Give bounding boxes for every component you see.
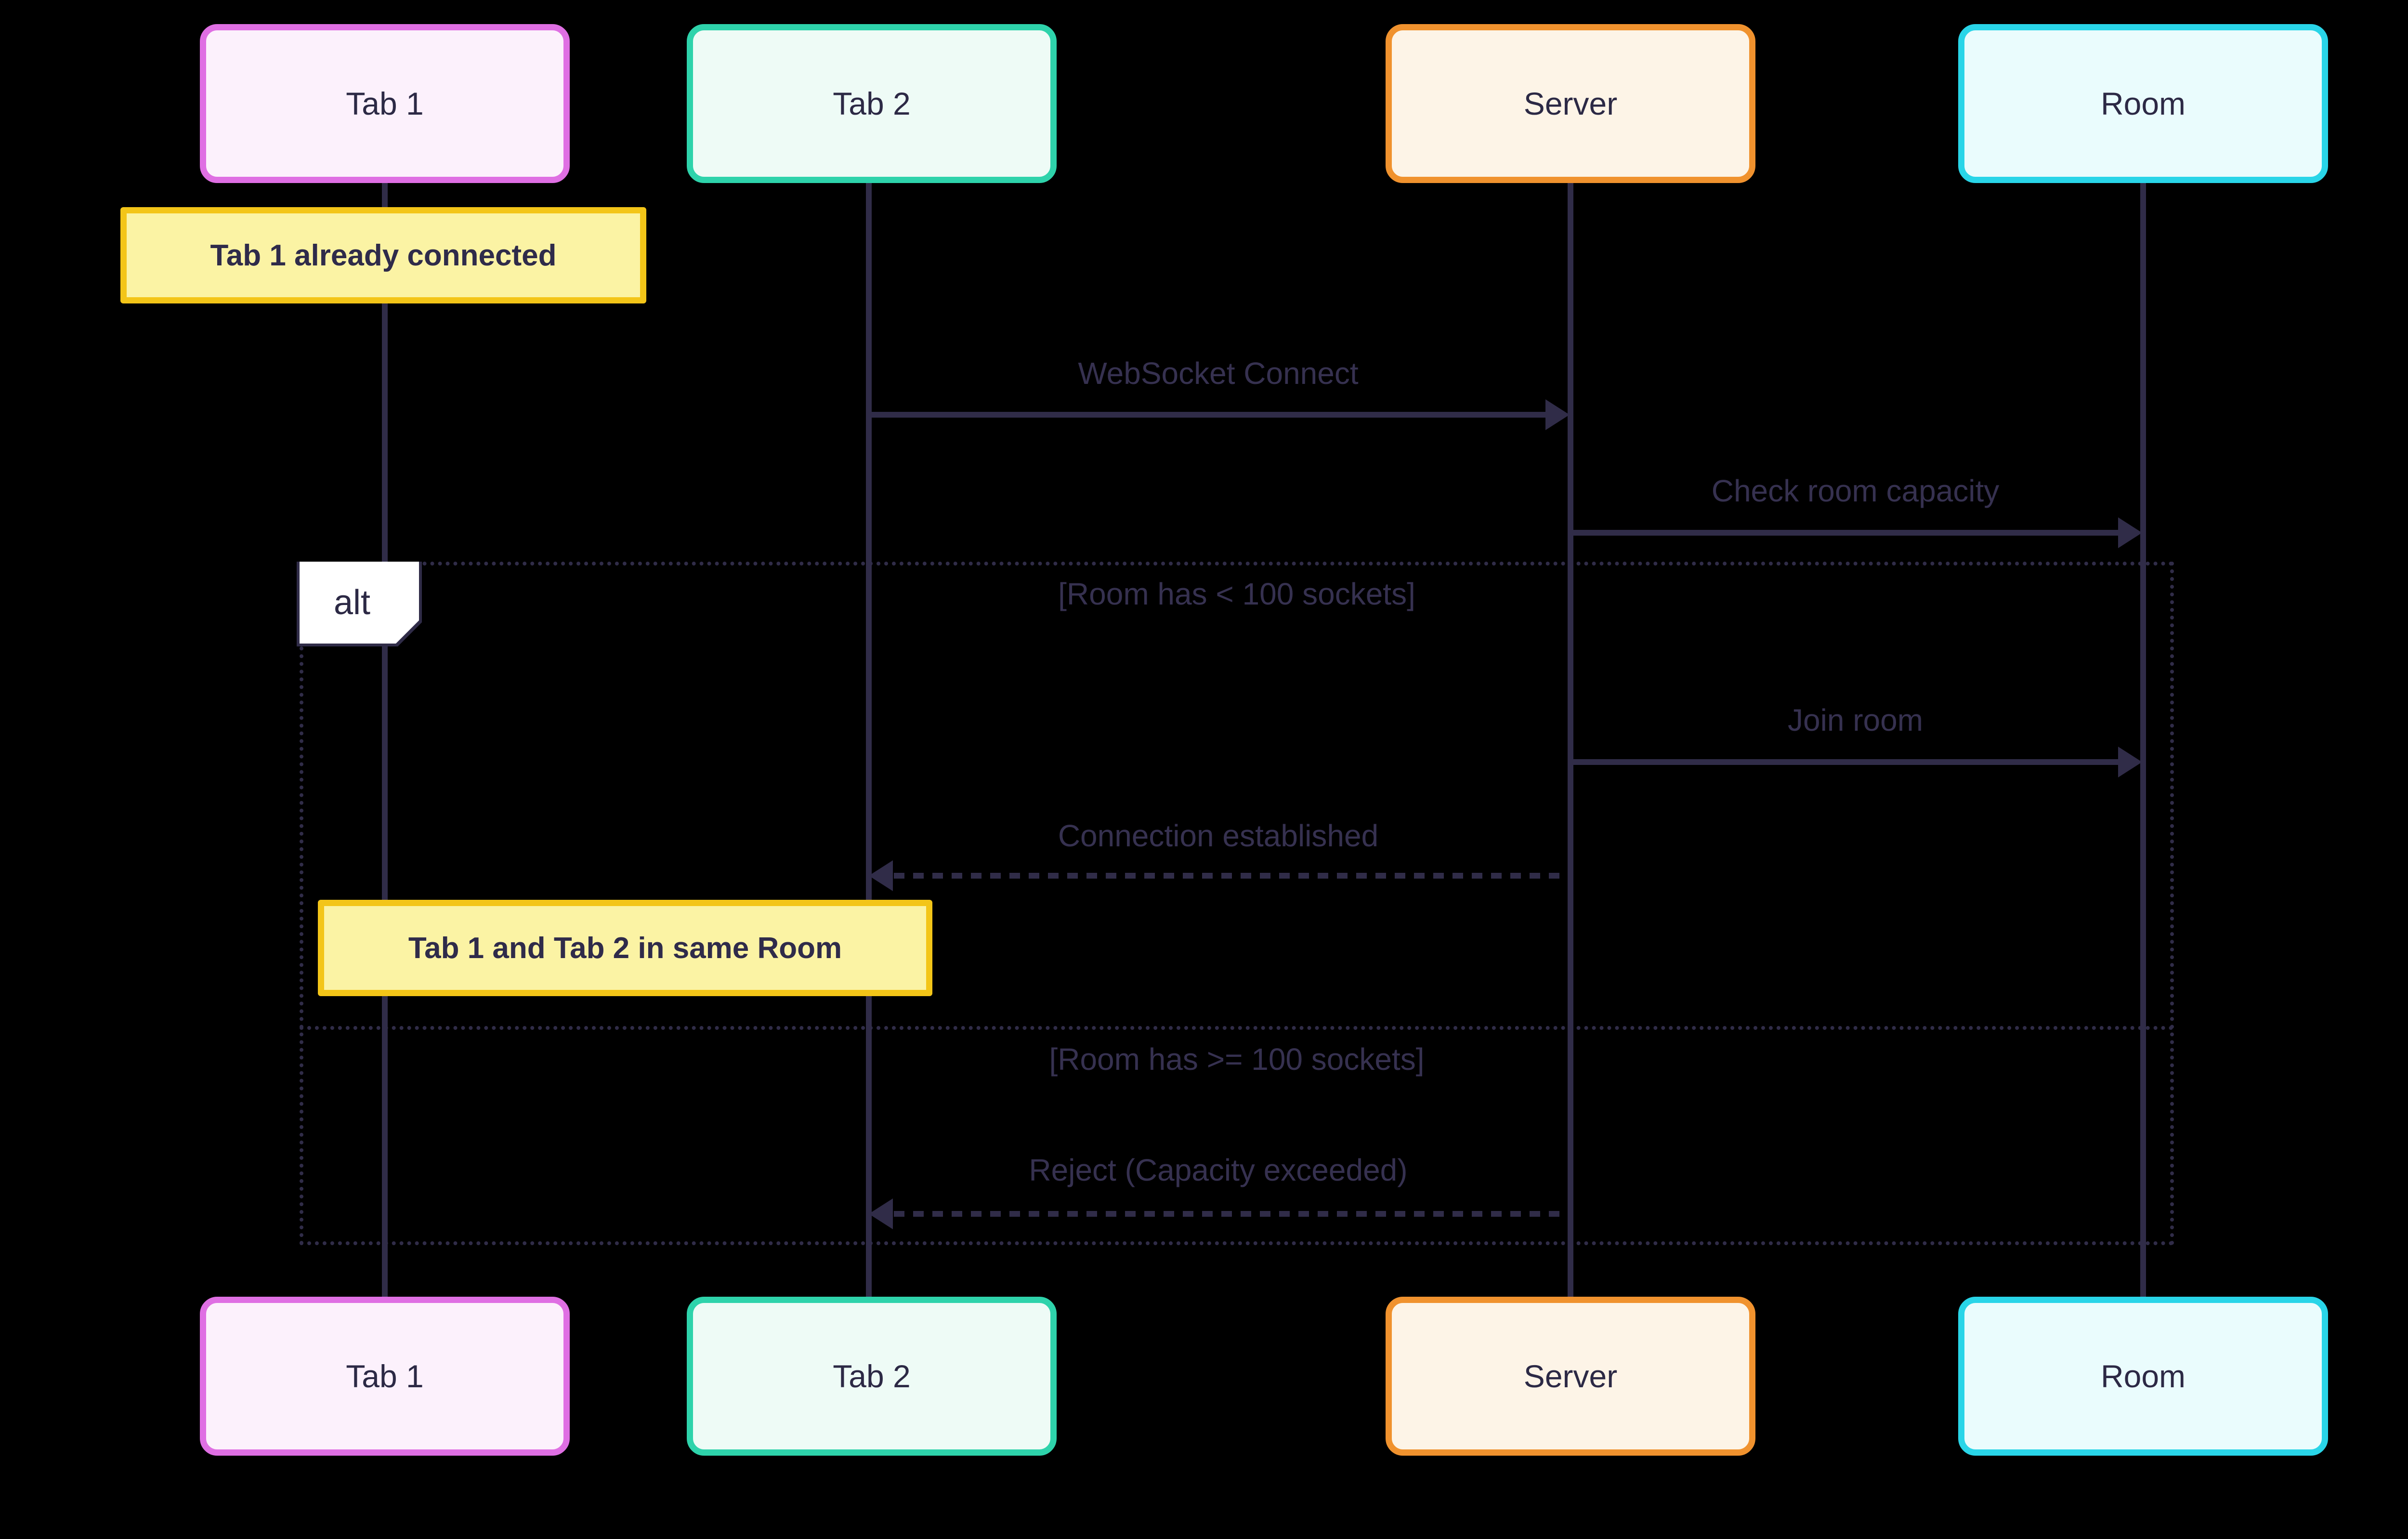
actor-room-top: Room xyxy=(1958,24,2328,183)
actor-room-label: Room xyxy=(2100,1358,2186,1394)
lifeline-tab2 xyxy=(866,183,872,1297)
arrowhead-right-icon xyxy=(2118,747,2142,777)
arrowhead-left-icon xyxy=(869,860,893,891)
message-connection-established: Connection established xyxy=(1058,818,1379,853)
note-tab1-already-connected: Tab 1 already connected xyxy=(120,207,646,303)
actor-tab1-label: Tab 1 xyxy=(346,86,424,121)
note-same-room: Tab 1 and Tab 2 in same Room xyxy=(318,900,932,996)
actor-tab2-label: Tab 2 xyxy=(833,1358,911,1394)
arrowhead-left-icon xyxy=(869,1198,893,1229)
lifeline-tab1 xyxy=(382,183,388,1297)
actor-server-top: Server xyxy=(1386,24,1755,183)
lifeline-server xyxy=(1568,183,1573,1297)
message-websocket-connect-line xyxy=(869,412,1545,418)
actor-server-bottom: Server xyxy=(1386,1297,1755,1456)
actor-tab2-top: Tab 2 xyxy=(687,24,1057,183)
actor-room-bottom: Room xyxy=(1958,1297,2328,1456)
alt-frame xyxy=(300,562,2174,1245)
actor-tab2-bottom: Tab 2 xyxy=(687,1297,1057,1456)
alt-label-text: alt xyxy=(300,562,419,644)
message-reject-capacity: Reject (Capacity exceeded) xyxy=(1029,1153,1408,1187)
message-reject-capacity-line xyxy=(894,1211,1568,1217)
arrowhead-right-icon xyxy=(2118,517,2142,548)
actor-tab2-label: Tab 2 xyxy=(833,86,911,121)
actor-room-label: Room xyxy=(2100,86,2186,121)
actor-tab1-bottom: Tab 1 xyxy=(200,1297,570,1456)
actor-server-label: Server xyxy=(1523,86,1618,121)
alt-condition-1: [Room has < 100 sockets] xyxy=(1058,577,1415,611)
alt-divider xyxy=(300,1026,2174,1030)
message-join-room: Join room xyxy=(1788,703,1923,737)
lifeline-room xyxy=(2140,183,2146,1297)
message-connection-established-line xyxy=(894,873,1568,879)
alt-condition-2: [Room has >= 100 sockets] xyxy=(1049,1042,1425,1077)
message-check-room-capacity-line xyxy=(1570,530,2118,536)
arrowhead-right-icon xyxy=(1545,399,1570,430)
message-websocket-connect: WebSocket Connect xyxy=(1078,356,1359,391)
alt-label: alt xyxy=(297,562,422,646)
message-check-room-capacity: Check room capacity xyxy=(1711,474,2000,508)
actor-tab1-top: Tab 1 xyxy=(200,24,570,183)
actor-tab1-label: Tab 1 xyxy=(346,1358,424,1394)
actor-server-label: Server xyxy=(1523,1358,1618,1394)
message-join-room-line xyxy=(1570,759,2118,765)
